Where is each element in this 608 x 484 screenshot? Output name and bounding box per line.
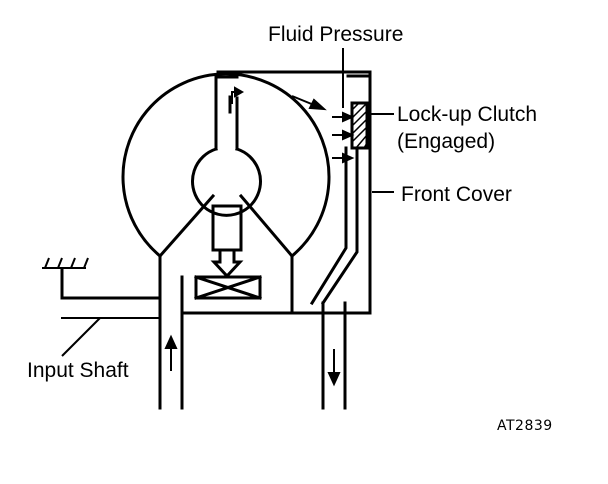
clutch-hatch bbox=[351, 102, 368, 149]
converter-housing bbox=[216, 70, 372, 315]
input-shaft-label: Input Shaft bbox=[27, 359, 129, 382]
impeller-right-blade bbox=[238, 193, 295, 259]
stator-arrow bbox=[210, 248, 244, 279]
clutch-passage-outer bbox=[309, 146, 348, 306]
engaged-label: (Engaged) bbox=[397, 130, 496, 153]
hub-outline bbox=[191, 147, 262, 217]
figure-id-label: AT2839 bbox=[497, 418, 553, 434]
clutch-passage-inner bbox=[320, 146, 359, 306]
impeller-left-blade bbox=[157, 193, 216, 259]
ground-hatch bbox=[42, 257, 89, 269]
front-cover-label: Front Cover bbox=[401, 183, 512, 206]
stator-x2 bbox=[194, 275, 262, 300]
stator-block bbox=[211, 204, 243, 252]
input-shaft-leader bbox=[61, 317, 101, 357]
flow-arrow-top bbox=[291, 95, 315, 106]
fluid-pressure-label: Fluid Pressure bbox=[268, 23, 404, 46]
torus-outline bbox=[121, 72, 331, 259]
lockup-clutch-label: Lock-up Clutch bbox=[397, 103, 538, 126]
